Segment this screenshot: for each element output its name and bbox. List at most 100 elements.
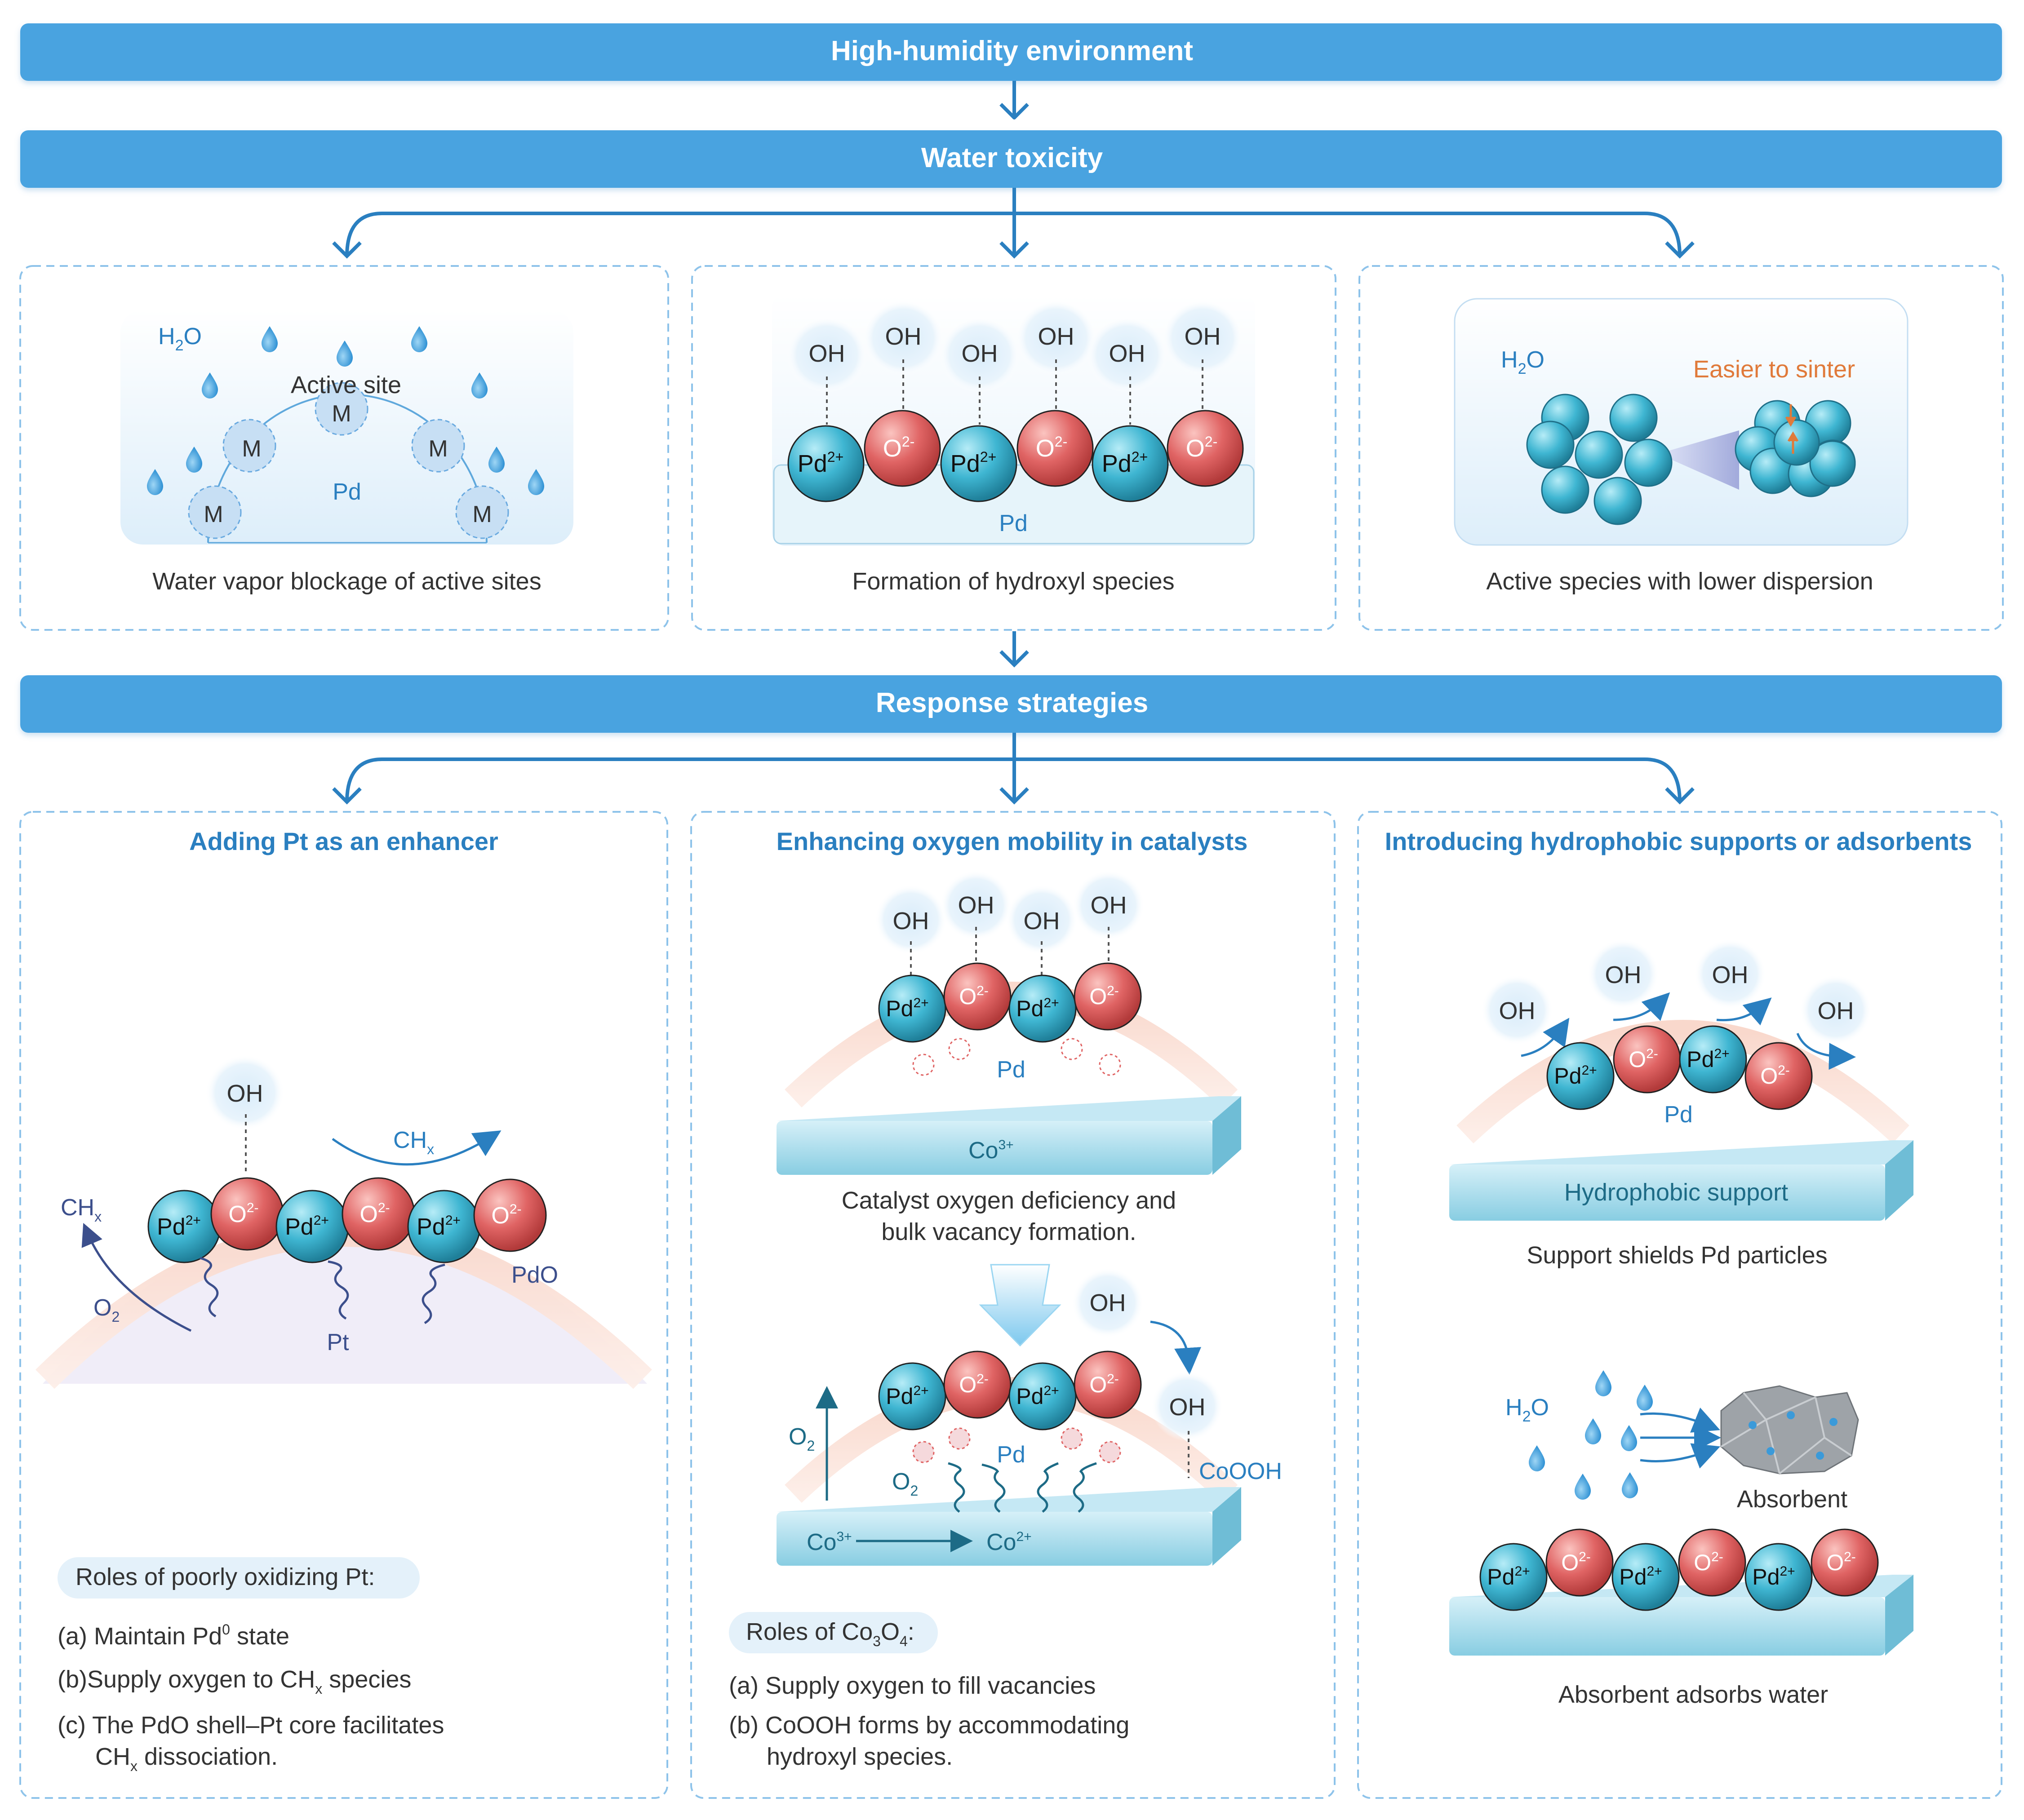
down-flow-arrow bbox=[979, 1264, 1061, 1347]
h2o-label: H2O bbox=[1505, 1395, 1549, 1425]
svg-text:O2-: O2- bbox=[1694, 1550, 1723, 1575]
svg-text:O2-: O2- bbox=[360, 1200, 390, 1227]
svg-text:Pd2+: Pd2+ bbox=[1619, 1564, 1662, 1590]
svg-text:Pd2+: Pd2+ bbox=[417, 1213, 461, 1240]
strategy-title: Introducing hydrophobic supports or adso… bbox=[1385, 827, 1972, 855]
strategy-hydrophobic: Introducing hydrophobic supports or adso… bbox=[1385, 827, 1972, 1708]
svg-text:O2-: O2- bbox=[1760, 1063, 1790, 1089]
svg-text:Pd2+: Pd2+ bbox=[1487, 1564, 1530, 1590]
svg-text:Pd2+: Pd2+ bbox=[1016, 996, 1059, 1021]
strategy-title: Adding Pt as an enhancer bbox=[189, 827, 498, 855]
oh: OH bbox=[1169, 1394, 1206, 1421]
hydrophobic-slab bbox=[1449, 1140, 1913, 1221]
svg-text:O2-: O2- bbox=[228, 1200, 258, 1227]
oh: OH bbox=[893, 908, 929, 934]
caption-support: Support shields Pd particles bbox=[1527, 1242, 1827, 1269]
ion-row-pt: Pd2+ O2- Pd2+ O2- Pd2+ O2- bbox=[147, 1177, 547, 1263]
pt-label: Pt bbox=[327, 1329, 349, 1355]
pd-ion: Pd2+ bbox=[1008, 974, 1077, 1043]
o2-label: O2 bbox=[789, 1424, 815, 1454]
pd-ion: Pd2+ bbox=[1679, 1025, 1747, 1094]
o-ion: O2- bbox=[1074, 1351, 1142, 1419]
svg-text:O2-: O2- bbox=[1089, 1372, 1119, 1397]
pdo-label: PdO bbox=[511, 1262, 558, 1288]
svg-text:Pd2+: Pd2+ bbox=[1554, 1063, 1597, 1089]
ch-label-left: CHx bbox=[61, 1195, 102, 1225]
pd-ion: Pd2+ bbox=[878, 1362, 946, 1430]
flow-connectors bbox=[332, 81, 1695, 805]
sinter-cone bbox=[1658, 430, 1739, 490]
oh: OH bbox=[1499, 997, 1536, 1024]
vacancies-upper bbox=[912, 1038, 1121, 1076]
pd-ion: Pd2+ bbox=[940, 425, 1017, 502]
o-ion: O2- bbox=[210, 1177, 284, 1251]
svg-text:O2-: O2- bbox=[959, 983, 989, 1009]
o-ion: O2- bbox=[943, 962, 1012, 1031]
metal-m-3: M bbox=[428, 436, 448, 462]
svg-text:Pd2+: Pd2+ bbox=[886, 1383, 928, 1409]
svg-text:O2-: O2- bbox=[1826, 1550, 1856, 1575]
oh: OH bbox=[1605, 961, 1642, 988]
role-a: (a) Supply oxygen to fill vacancies bbox=[729, 1672, 1096, 1699]
co3-label: Co3+ bbox=[807, 1529, 852, 1555]
support-label: Hydrophobic support bbox=[1564, 1179, 1788, 1206]
metal-m-2: M bbox=[242, 436, 261, 462]
roles-title-pill bbox=[729, 1612, 938, 1653]
sinter-label: Easier to sinter bbox=[1693, 356, 1855, 383]
svg-text:O2-: O2- bbox=[959, 1372, 989, 1397]
o-ion: O2- bbox=[1545, 1528, 1614, 1597]
strategy-pt-enhancer: Adding Pt as an enhancer OH Pd2+ O2- Pd2… bbox=[35, 827, 652, 1774]
panel-sintering: H2O Easier to sinter Act bbox=[1454, 298, 1909, 595]
ion-row-hydrophobic: Pd2+ O2- Pd2+ O2- bbox=[1546, 1025, 1813, 1110]
oh-cloud bbox=[1151, 1371, 1223, 1441]
o-ion: O2- bbox=[473, 1178, 547, 1252]
co-slab-upper bbox=[777, 1096, 1241, 1175]
coooh-label: CoOOH bbox=[1199, 1458, 1282, 1484]
dispersed-particles bbox=[1526, 394, 1673, 525]
svg-text:Pd2+: Pd2+ bbox=[1752, 1564, 1795, 1590]
o2-label: O2 bbox=[892, 1469, 918, 1499]
pd-ion: Pd2+ bbox=[1611, 1543, 1680, 1611]
oh-1: OH bbox=[809, 340, 845, 367]
ion-row-absorbent: Pd2+ O2- Pd2+ O2- Pd2+ O2- bbox=[1479, 1528, 1879, 1611]
panel-vapor-blockage: H2O Active site M M M M M Pd Water vapor bbox=[120, 310, 573, 595]
oh: OH bbox=[1818, 997, 1854, 1024]
oh-repel-arrows bbox=[1521, 992, 1856, 1070]
o-ion: O2- bbox=[1744, 1042, 1813, 1110]
svg-text:Pd2+: Pd2+ bbox=[798, 449, 844, 477]
h2o-label: H2O bbox=[1501, 347, 1545, 377]
arc-hydrophobic bbox=[1456, 1020, 1909, 1144]
o-ion: O2- bbox=[1811, 1528, 1879, 1597]
svg-text:Pd2+: Pd2+ bbox=[157, 1213, 201, 1240]
roles-title-pill bbox=[58, 1557, 420, 1599]
role-b: (b) CoOOH forms by accommodating bbox=[729, 1712, 1129, 1739]
metal-m-5: M bbox=[472, 501, 492, 527]
svg-text:Pd2+: Pd2+ bbox=[886, 996, 928, 1021]
o-ion: O2- bbox=[864, 410, 941, 487]
pd-ion: Pd2+ bbox=[147, 1190, 221, 1263]
water-droplets bbox=[1529, 1370, 1653, 1500]
oh-6: OH bbox=[1185, 323, 1221, 350]
co-slab-lower bbox=[777, 1487, 1241, 1566]
panel-hydroxyl-formation: OH OH OH OH OH OH Pd2+ O2- Pd2+ O2- Pd2+… bbox=[772, 294, 1255, 595]
caption-sintering: Active species with lower dispersion bbox=[1486, 568, 1873, 595]
role-a: (a) Maintain Pd0 state bbox=[58, 1621, 289, 1650]
caption-line-1: Catalyst oxygen deficiency and bbox=[842, 1187, 1176, 1214]
role-b-cont: hydroxyl species. bbox=[767, 1743, 953, 1770]
banner-top: High-humidity environment bbox=[20, 23, 2002, 81]
pd-ion: Pd2+ bbox=[407, 1190, 481, 1263]
ch-release-arrow bbox=[332, 1130, 502, 1166]
ion-row-hydroxyl: Pd2+ O2- Pd2+ O2- Pd2+ O2- bbox=[787, 410, 1244, 502]
oh-clouds-upper bbox=[875, 870, 1145, 955]
ch-label-right: CHx bbox=[393, 1127, 434, 1157]
caption-vapor-blockage: Water vapor blockage of active sites bbox=[152, 568, 541, 595]
svg-text:O2-: O2- bbox=[1561, 1550, 1591, 1575]
svg-text:O2-: O2- bbox=[883, 434, 914, 462]
svg-text:Pd2+: Pd2+ bbox=[1016, 1383, 1059, 1409]
oh-4: OH bbox=[1038, 323, 1074, 350]
pd-ion: Pd2+ bbox=[1546, 1042, 1615, 1110]
svg-text:Pd2+: Pd2+ bbox=[950, 449, 997, 477]
oh-cloud bbox=[1072, 1268, 1144, 1338]
oh: OH bbox=[1090, 1289, 1126, 1316]
oh-cloud bbox=[205, 1055, 284, 1130]
